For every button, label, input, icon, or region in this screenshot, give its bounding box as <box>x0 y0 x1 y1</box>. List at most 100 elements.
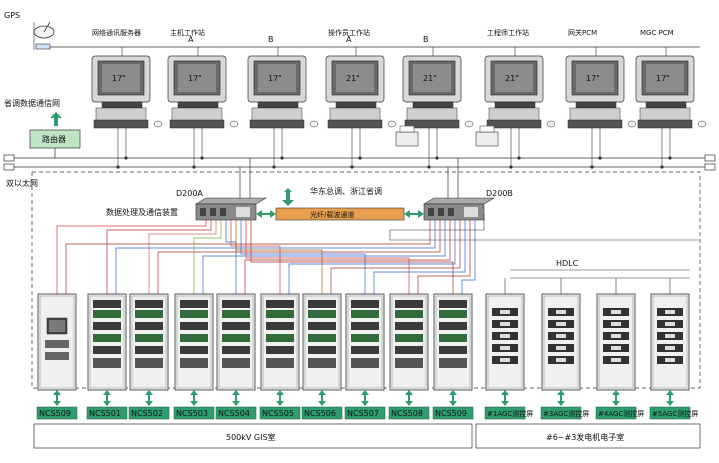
printer-icon <box>475 125 499 147</box>
up-down-arrow-icon <box>557 390 565 406</box>
ncs-label: NCS509 <box>432 406 474 420</box>
monitor-icon: 21" <box>484 55 544 109</box>
ncs-cabinet: NCS508 <box>388 293 430 420</box>
monitor-size-label: 17" <box>656 74 670 83</box>
agc-cabinet: #4AGC测控屏 <box>595 293 644 420</box>
ncs-cabinet: NCS505 <box>259 293 301 420</box>
ncs-cabinet: NCS502 <box>128 293 170 420</box>
workstation-sub-label: A <box>188 35 194 44</box>
agc-label: #1AGC测控屏 <box>484 406 533 420</box>
up-down-arrow-icon <box>53 390 61 406</box>
workstation-row: 网络通讯服务器17"A主机工作站17"B17"A操作员工作站21"B21"工程师… <box>91 28 707 169</box>
mouse-icon <box>697 120 707 128</box>
keyboard-icon <box>249 119 305 129</box>
agc-label-text: #5AGC测控屏 <box>652 409 698 418</box>
mouse-icon <box>153 120 163 128</box>
up-down-arrow-icon <box>361 390 369 406</box>
dual-ethernet-label: 双以太网 <box>6 178 38 188</box>
workstation-1: 网络通讯服务器 17" <box>91 28 163 169</box>
d200b-device <box>422 197 496 221</box>
d200a-label: D200A <box>176 189 203 198</box>
double-arrow-icon <box>256 210 424 218</box>
monitor-icon: 17" <box>565 55 625 109</box>
ncs-label-text: NCS509 <box>435 409 467 418</box>
up-down-arrow-icon <box>50 112 62 126</box>
workstation-6: 工程师工作站 21" <box>484 28 556 169</box>
ncs-label-text: NCS502 <box>131 409 163 418</box>
channel-device: 光纤/载波通道 <box>275 207 405 221</box>
power-house-box <box>475 423 701 449</box>
ncs-cabinet: NCS509 <box>36 293 78 420</box>
ncs-cabinet: NCS507 <box>344 293 386 420</box>
monitor-icon: 21" <box>402 55 462 109</box>
mouse-icon <box>627 120 637 128</box>
ncs-label: NCS507 <box>344 406 386 420</box>
printer-icon <box>395 125 419 147</box>
mouse-icon <box>309 120 319 128</box>
dual-ethernet-bus <box>3 154 716 171</box>
agc-cabinet: #1AGC测控屏 <box>484 293 533 420</box>
workstation-caption: 工程师工作站 <box>487 28 529 37</box>
agc-label-text: #4AGC测控屏 <box>598 409 644 418</box>
workstation-5: B21" <box>402 35 474 169</box>
mouse-icon <box>464 120 474 128</box>
ncs-label-text: NCS506 <box>304 409 336 418</box>
ncs-label: NCS508 <box>388 406 430 420</box>
up-down-arrow-icon <box>449 390 457 406</box>
ncs-label: NCS509 <box>36 406 78 420</box>
up-down-arrow-icon <box>103 390 111 406</box>
d200b-label: D200B <box>486 189 513 198</box>
ncs-label: NCS504 <box>215 406 257 420</box>
ncs-cabinet: NCS509 <box>432 293 474 420</box>
d200a-device <box>194 197 268 221</box>
ncs-label: NCS506 <box>301 406 343 420</box>
gps-label: GPS <box>4 11 20 20</box>
monitor-icon: 17" <box>247 55 307 109</box>
gis-substation-box <box>33 423 473 449</box>
ncs-label-text: NCS505 <box>262 409 294 418</box>
up-down-arrow-icon <box>405 390 413 406</box>
up-down-arrow-icon <box>190 390 198 406</box>
ncs-cabinet: NCS501 <box>86 293 128 420</box>
up-down-arrow-icon <box>232 390 240 406</box>
up-down-arrow-icon <box>276 390 284 406</box>
ncs-label-text: NCS507 <box>347 409 379 418</box>
ncs-label-text: NCS509 <box>39 409 71 418</box>
ncs-label: NCS501 <box>86 406 128 420</box>
up-down-arrow-icon <box>666 390 674 406</box>
monitor-icon: 21" <box>325 55 385 109</box>
agc-label-text: #3AGC测控屏 <box>543 409 589 418</box>
workstation-sub-label: B <box>268 35 274 44</box>
ncs-label-text: NCS508 <box>391 409 423 418</box>
agc-label-text: #1AGC测控屏 <box>487 409 533 418</box>
hdlc-label: HDLC <box>556 259 579 268</box>
workstation-caption: 网关PCM <box>568 28 597 37</box>
ncs-label-text: NCS503 <box>176 409 208 418</box>
keyboard-icon <box>637 119 693 129</box>
workstation-caption: 操作员工作站 <box>328 28 370 37</box>
workstation-sub-label: A <box>346 35 352 44</box>
ncs-label-text: NCS504 <box>218 409 250 418</box>
workstation-caption: 主机工作站 <box>170 28 205 37</box>
gps-antenna: GPS <box>4 11 55 50</box>
power-house-label: #6~#3发电机电子室 <box>546 432 624 442</box>
ncs-label: NCS502 <box>128 406 170 420</box>
monitor-icon: 17" <box>167 55 227 109</box>
up-down-arrow-icon <box>145 390 153 406</box>
workstation-caption: 网络通讯服务器 <box>92 28 141 37</box>
agc-cabinet: #3AGC测控屏 <box>540 293 589 420</box>
mouse-icon <box>229 120 239 128</box>
monitor-size-label: 17" <box>112 74 126 83</box>
agc-label: #4AGC测控屏 <box>595 406 644 420</box>
mouse-icon <box>546 120 556 128</box>
agc-label: #5AGC测控屏 <box>649 406 698 420</box>
router-label: 路由器 <box>42 134 66 144</box>
ncs-label: NCS505 <box>259 406 301 420</box>
serial-wiring <box>56 220 671 294</box>
